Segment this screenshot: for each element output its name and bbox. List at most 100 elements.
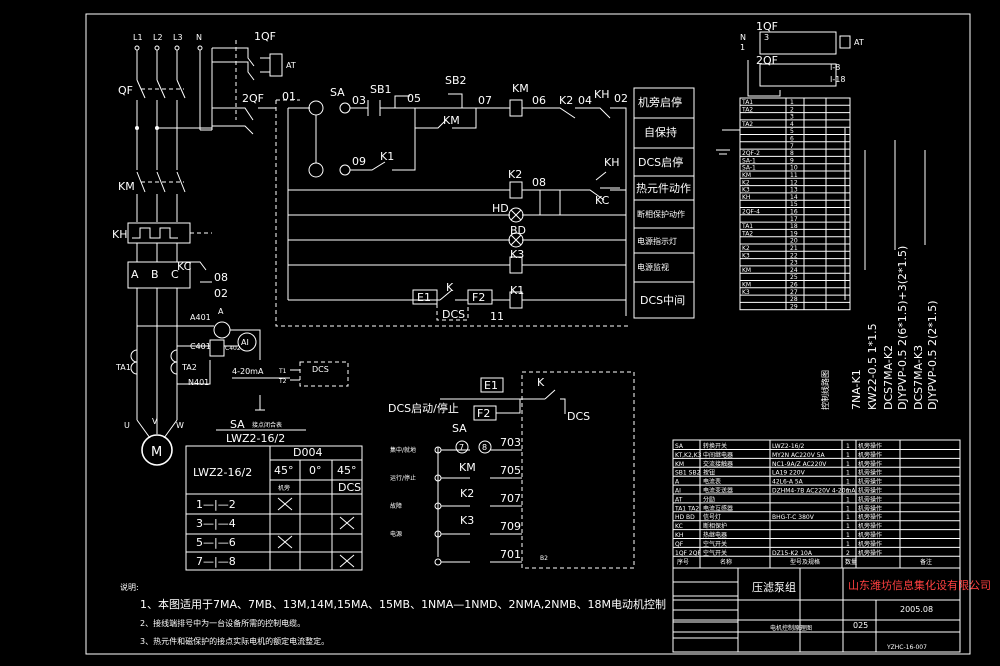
func-label-7: DCS中间 — [640, 294, 685, 307]
sa-row-label: 5—|—6 — [196, 536, 236, 549]
node-08: 08 — [532, 176, 546, 189]
function-labels: 机旁启停 自保持 DCS启停 热元件动作 断相保护动作 电源指示灯 电源监视 D… — [633, 87, 695, 319]
tb-i8: I-8 — [830, 63, 840, 72]
dcs-if-n7: 7 — [459, 443, 464, 452]
bom-h-5: 备注 — [920, 558, 932, 566]
node-04: 04 — [578, 94, 592, 107]
term-n401: N401 — [188, 378, 209, 387]
terminal-row-label: K3 — [742, 187, 750, 194]
bom-qty: 1 — [846, 470, 850, 477]
motor-label: M — [151, 445, 162, 460]
sb1-label: SB1 — [370, 83, 392, 96]
bom-qty: 1 — [846, 488, 850, 495]
func-label-2: DCS启停 — [638, 155, 683, 169]
terminal-row-number: 26 — [790, 282, 798, 289]
terminal-row-label: TA2 — [741, 121, 753, 128]
sa-row-label: 1—|—2 — [196, 498, 236, 511]
terminal-row-label: KM — [742, 282, 751, 289]
terminal-row-number: 23 — [790, 260, 798, 267]
bom-name: 断相保护 — [703, 522, 727, 530]
bom-note: 机旁操作 — [858, 531, 882, 539]
bom-name: 转换开关 — [703, 442, 727, 450]
bom-note: 机旁操作 — [858, 442, 882, 450]
bom-symbol: SB1 SB2 — [675, 470, 701, 477]
func-label-0: 机旁启停 — [638, 95, 682, 109]
ammeter-symbol — [213, 321, 231, 339]
terminal-row-number: 11 — [790, 172, 798, 179]
tb-date: 2005.08 — [900, 605, 933, 614]
bom-qty: 1 — [846, 523, 850, 530]
dcs-if-dcs: DCS — [567, 410, 590, 423]
terminal-row-label: K3 — [742, 252, 750, 259]
qf-label: QF — [118, 84, 133, 97]
tb-at: AT — [854, 38, 864, 47]
terminal-row-number: 13 — [790, 187, 798, 194]
terminal-row-number: 4 — [790, 121, 794, 128]
bom-spec: NC1-9A/Z AC220V — [772, 461, 827, 468]
bom-name: 分励 — [703, 495, 715, 503]
terminal-row-number: 18 — [790, 223, 798, 230]
func-label-3: 热元件动作 — [636, 182, 691, 195]
bom-name: 空气开关 — [703, 540, 727, 548]
dcs-row-term: 705 — [500, 464, 521, 477]
dcs-row-term: 709 — [500, 520, 521, 533]
bom-name: 中间继电器 — [703, 451, 733, 459]
drawing-frame — [85, 13, 971, 655]
terminal-row-number: 16 — [790, 209, 798, 216]
supply-l3-label: L3 — [173, 33, 183, 42]
node-07: 07 — [478, 94, 492, 107]
note-2: 3、热元件和磁保护的接点实际电机的额定电流整定。 — [140, 636, 329, 646]
bom-qty: 2 — [846, 550, 850, 557]
terminal-row-label: SA-1 — [742, 157, 756, 164]
terminal-row-number: 17 — [790, 216, 798, 223]
dcs-if-box-label: B2 — [540, 555, 548, 562]
ta1-label: TA1 — [115, 363, 131, 372]
kc-ctrl-label: KC — [595, 194, 610, 207]
terminal-row-number: 8 — [790, 150, 794, 157]
terminal-row-number: 21 — [790, 245, 798, 252]
bom-spec: LWZ2-16/2 — [772, 443, 804, 450]
ammeter-label: A — [218, 307, 224, 316]
func-label-6: 电源监视 — [637, 262, 669, 272]
bom-symbol: KC — [675, 523, 683, 530]
motor-symbol — [141, 434, 173, 466]
bom-name: 按钮 — [703, 469, 715, 477]
bom-note: 机旁操作 — [858, 522, 882, 530]
bom-symbol: A — [675, 479, 680, 486]
bom-spec: DZHM4-7B AC220V 4-20mA — [772, 488, 856, 495]
sa-contact-table: SA 接点闭合表 LWZ2-16/2 D004 LWZ2-16/2 45° 0°… — [185, 418, 363, 571]
dcs-row-terminal — [434, 558, 442, 566]
kh-ctrl-label: KH — [594, 88, 610, 101]
bom-h-2: 名称 — [720, 558, 732, 566]
term-c402: C402 — [225, 345, 241, 352]
node-11: 11 — [490, 310, 504, 323]
terminal-row-number: 27 — [790, 289, 798, 296]
node-02: 02 — [614, 92, 628, 105]
terminal-row-number: 6 — [790, 136, 794, 143]
bom-symbol: AT — [675, 496, 683, 503]
km-main-label: KM — [118, 180, 135, 193]
sa-table-code: D004 — [293, 446, 322, 459]
cable-0: 7NA-K1 — [850, 369, 863, 410]
kh-main-label: KH — [112, 228, 128, 241]
dcs-if-title: DCS启动/停止 — [388, 401, 459, 415]
terminal-row-number: 7 — [790, 143, 794, 150]
sa-table-note: 接点闭合表 — [252, 421, 282, 429]
qf1-label: 1QF — [254, 30, 276, 43]
notes-title: 说明: — [120, 582, 139, 592]
kc-label: KC — [177, 260, 192, 273]
bom-h-3: 型号及规格 — [790, 558, 820, 566]
bom-symbol: KM — [675, 461, 684, 468]
term-b: B — [151, 268, 159, 281]
dcs-ctrl-label: DCS — [442, 308, 465, 321]
sa-closed-mark — [277, 497, 293, 511]
dcs-row-label: 故障 — [390, 502, 402, 510]
bom-spec: DZ15-K2 10A — [772, 550, 813, 557]
terminal-row-number: 29 — [790, 303, 798, 310]
term-w: W — [176, 421, 184, 430]
term-a401: A401 — [190, 313, 211, 322]
